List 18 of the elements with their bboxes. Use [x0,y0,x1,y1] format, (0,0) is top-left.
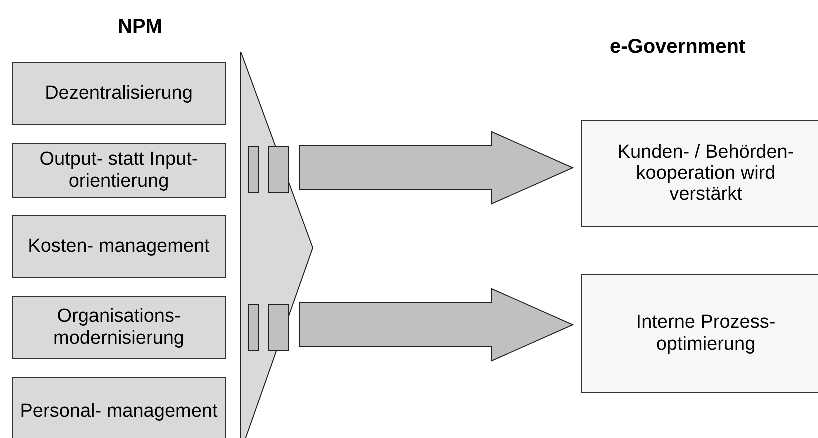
box-text: Organisations- modernisierung [52,306,186,349]
process-box [581,274,818,393]
process-box [12,62,226,125]
process-box [12,143,226,198]
process-box [12,377,226,438]
block-arrow [300,131,574,205]
process-box [12,296,226,359]
process-box [581,120,818,227]
box-text: Dezentralisierung [45,82,193,104]
column-heading: e-Government [610,36,746,59]
column-heading: NPM [118,16,162,39]
block-arrow [300,288,574,362]
box-text: Kunden- / Behörden- kooperation wird verstärkt [616,142,796,206]
process-box [12,215,226,278]
box-text: Personal- management [20,401,218,423]
box-text: Kosten- management [28,236,210,258]
box-text: Output- statt Input- orientierung [38,149,200,192]
box-text: Interne Prozess- optimierung [635,312,777,355]
